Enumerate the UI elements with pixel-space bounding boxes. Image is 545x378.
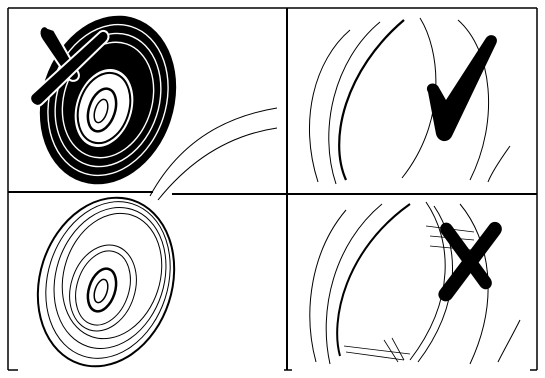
check-mark-icon bbox=[427, 35, 497, 141]
outline-coiled-tire bbox=[17, 180, 196, 378]
tire-closeup-correct bbox=[309, 18, 510, 184]
x-mark-icon bbox=[438, 222, 501, 301]
